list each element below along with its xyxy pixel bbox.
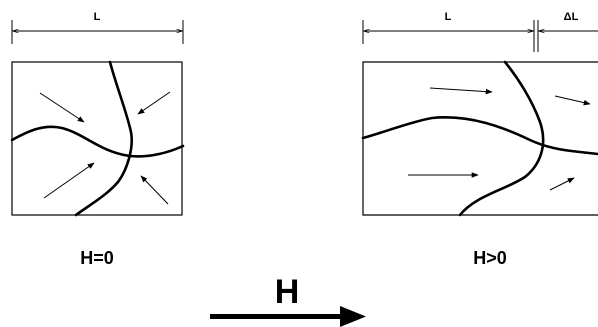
right-panel: L ΔL H>0 — [361, 11, 598, 268]
right-length-dimension: L — [362, 11, 535, 52]
right-domain-wall-horizontal — [361, 116, 598, 156]
right-magnetization-arrow-2 — [554, 95, 591, 106]
left-magnetization-arrow-2 — [137, 91, 171, 115]
field-arrow-shaft — [210, 314, 342, 319]
field-arrow-head — [340, 306, 366, 327]
left-state-label: H=0 — [80, 248, 114, 268]
applied-field: H — [210, 273, 366, 327]
left-panel: L H=0 — [10, 11, 185, 268]
left-magnetization-arrow-1 — [39, 92, 85, 123]
right-sample-box — [362, 61, 598, 216]
elongation-dimension: ΔL — [537, 11, 598, 52]
left-magnetization-arrow-4 — [140, 175, 169, 205]
left-magnetization-arrow-3 — [43, 162, 95, 199]
elongation-label: ΔL — [564, 11, 579, 23]
field-label: H — [275, 273, 300, 311]
left-length-dimension: L — [11, 11, 184, 44]
left-sample-box — [11, 61, 183, 216]
left-domain-wall-horizontal — [10, 125, 185, 158]
right-length-label: L — [445, 11, 452, 23]
left-length-label: L — [94, 11, 101, 23]
right-state-label: H>0 — [473, 248, 507, 268]
right-domain-wall-vertical — [458, 60, 545, 217]
left-domain-wall-vertical — [74, 60, 133, 217]
right-magnetization-arrow-1 — [429, 87, 493, 95]
right-magnetization-arrow-4 — [549, 177, 575, 191]
